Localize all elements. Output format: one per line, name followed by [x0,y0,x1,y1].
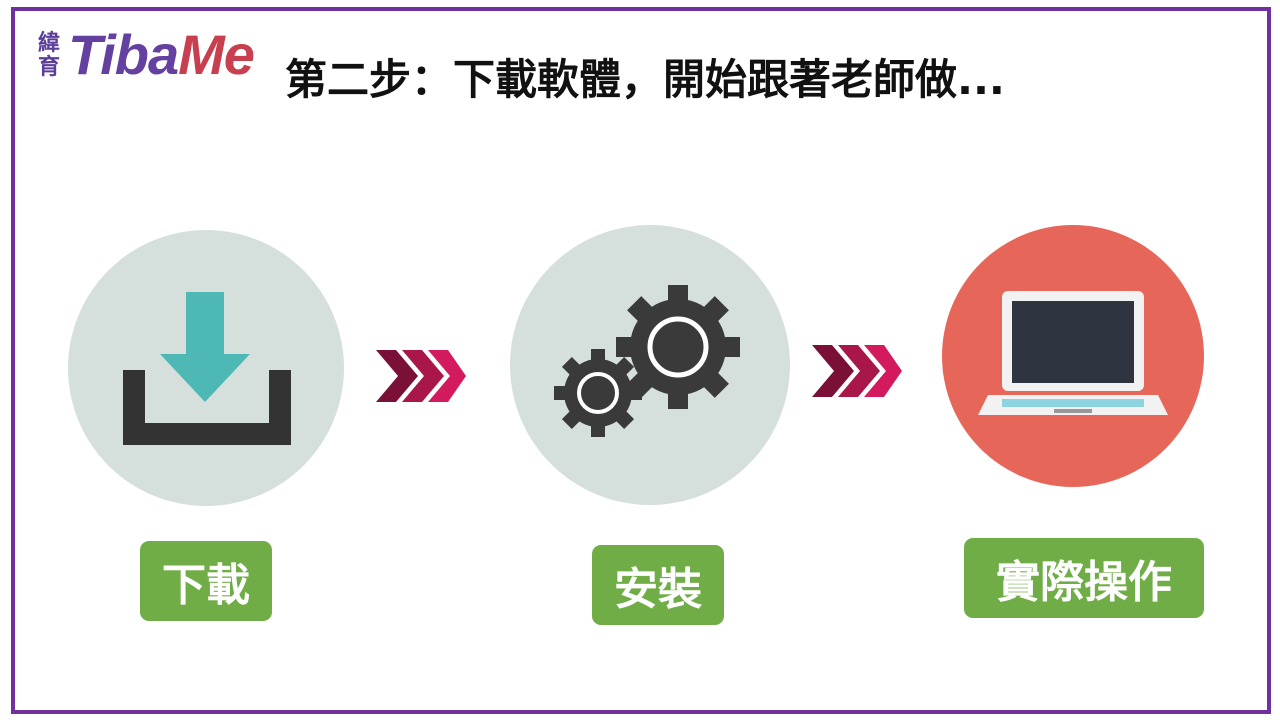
arrow-chevrons-1 [376,350,466,402]
download-icon [123,292,291,445]
install-circle [510,225,790,505]
slide-title: 第二步：下載軟體，開始跟著老師做... [285,55,1005,104]
arrow-chevrons-2 [812,345,902,397]
gears-icon [554,285,740,437]
step-label-operate: 實際操作 [964,538,1204,618]
operate-circle [942,225,1204,487]
step-label-download: 下載 [140,541,272,621]
logo-chinese: 緯育 [38,31,61,80]
laptop-icon [978,291,1168,415]
step-label-install: 安裝 [592,545,724,625]
logo-brand: TibaMe [68,22,255,87]
logo-part2: Me [178,23,255,86]
logo-part1: Tiba [68,23,179,86]
download-circle [68,230,344,506]
slide-frame [11,7,1271,714]
